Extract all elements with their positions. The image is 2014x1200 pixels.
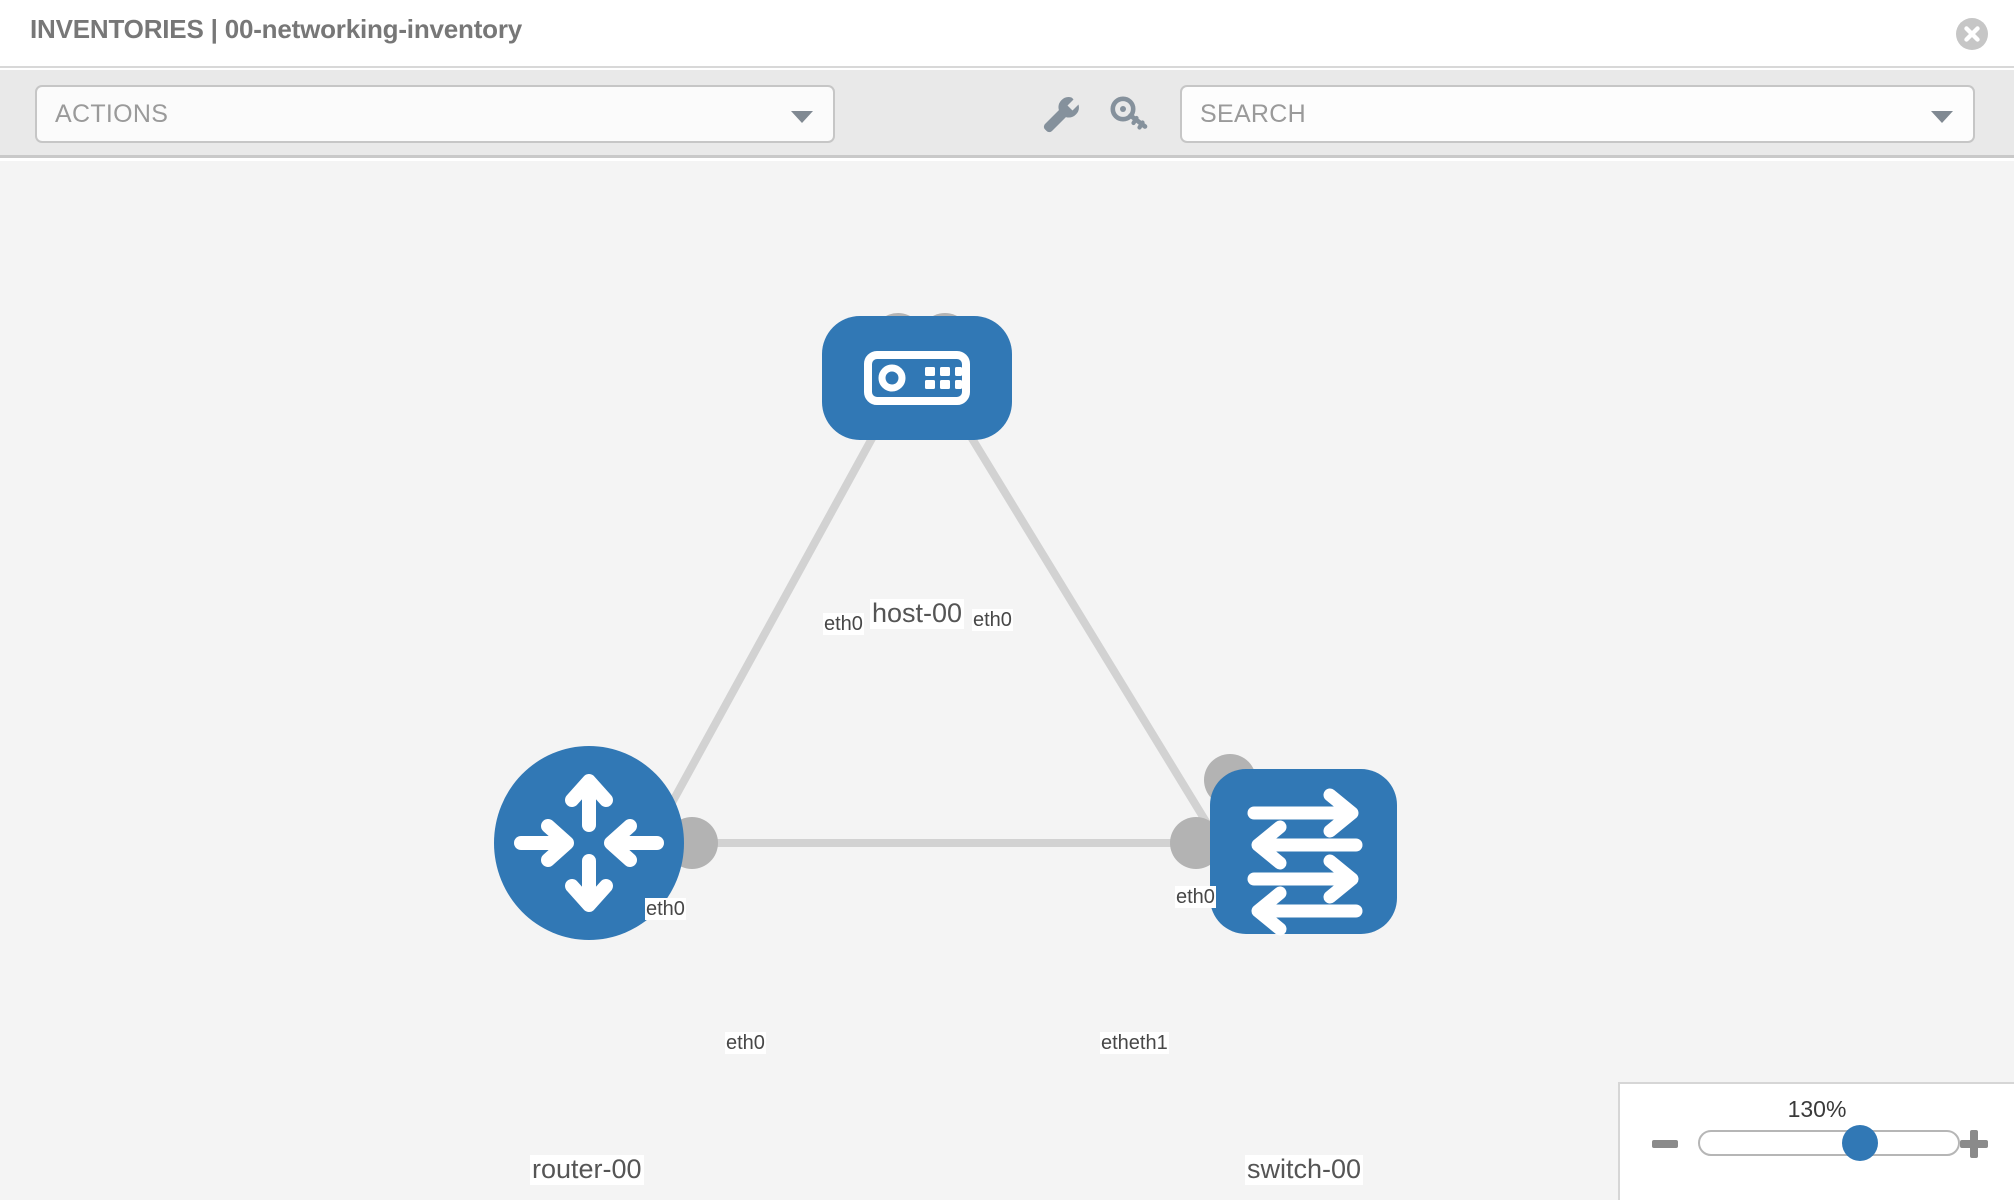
close-icon[interactable] — [1956, 18, 1988, 50]
chevron-down-icon — [1931, 111, 1953, 123]
topology-canvas[interactable]: eth0 eth0 eth0 eth0 eth0 etheth1 host-00… — [0, 161, 2014, 1200]
node-label-router-00: router-00 — [530, 1154, 644, 1185]
actions-dropdown-label: ACTIONS — [55, 100, 169, 128]
edge-label-switch-uplink: eth0 — [1175, 886, 1216, 908]
chevron-down-icon — [791, 111, 813, 123]
toolbar: ACTIONS SEARCH — [0, 70, 2014, 158]
page-title: INVENTORIES | 00-networking-inventory — [30, 14, 523, 44]
zoom-in-button[interactable] — [1960, 1130, 1988, 1158]
edge-host-router — [636, 389, 902, 863]
node-switch-00[interactable] — [1210, 769, 1397, 936]
node-label-host-00: host-00 — [870, 598, 965, 629]
zoom-slider-thumb[interactable] — [1841, 1125, 1878, 1161]
zoom-control-panel: 130% — [1618, 1082, 2014, 1200]
port-switch-eth1[interactable] — [1170, 817, 1222, 869]
edge-host-switch — [939, 388, 1234, 864]
edge-label-router-uplink: eth0 — [645, 898, 686, 920]
zoom-slider[interactable] — [1698, 1125, 1960, 1161]
search-placeholder: SEARCH — [1200, 100, 1306, 128]
page-header: INVENTORIES | 00-networking-inventory — [0, 0, 2014, 68]
edge-label-host-eth0-right: eth0 — [972, 609, 1013, 631]
zoom-out-button[interactable] — [1652, 1140, 1678, 1148]
zoom-level-value: 130% — [1787, 1096, 1847, 1122]
edge-label-switch-eth1: etheth1 — [1100, 1032, 1169, 1054]
node-host-00[interactable] — [822, 316, 1012, 440]
edge-label-host-eth0-left: eth0 — [823, 613, 864, 635]
topology-graph — [494, 313, 1397, 940]
edge-label-router-eth0: eth0 — [725, 1032, 766, 1054]
wrench-icon[interactable] — [1038, 92, 1084, 136]
node-label-switch-00: switch-00 — [1245, 1154, 1364, 1185]
search-input[interactable]: SEARCH — [1180, 85, 1975, 143]
node-router-00[interactable] — [494, 746, 684, 940]
key-icon[interactable] — [1108, 92, 1154, 136]
actions-dropdown[interactable]: ACTIONS — [35, 85, 835, 143]
